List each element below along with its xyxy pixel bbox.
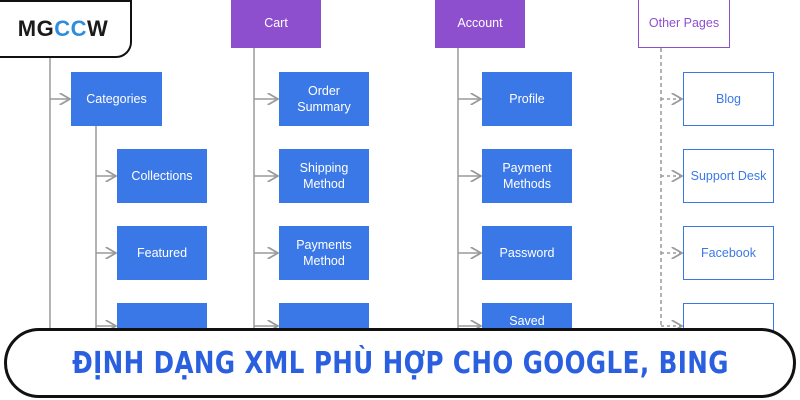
account-header: Account	[435, 0, 525, 48]
profile-node: Profile	[482, 72, 572, 126]
facebook-node: Facebook	[683, 226, 774, 280]
blog-node: Blog	[683, 72, 774, 126]
banner-title: ĐỊNH DẠNG XML PHÙ HỢP CHO GOOGLE, BING	[71, 345, 729, 381]
categories-node: Categories	[71, 72, 162, 126]
payment-methods-node: Payment Methods	[482, 149, 572, 203]
order-summary-node: Order Summary	[279, 72, 369, 126]
saved-label: Saved	[509, 314, 545, 328]
collections-node: Collections	[117, 149, 207, 203]
logo-highlight: CC	[54, 16, 87, 41]
password-node: Password	[482, 226, 572, 280]
cart-header: Cart	[231, 0, 321, 48]
payments-method-node: Payments Method	[279, 226, 369, 280]
shipping-method-node: Shipping Method	[279, 149, 369, 203]
logo-prefix: MG	[17, 16, 55, 41]
title-banner: ĐỊNH DẠNG XML PHÙ HỢP CHO GOOGLE, BING	[4, 328, 796, 398]
support-desk-node: Support Desk	[683, 149, 774, 203]
logo-suffix: W	[86, 16, 109, 41]
other-pages-header: Other Pages	[638, 0, 730, 48]
featured-node: Featured	[117, 226, 207, 280]
